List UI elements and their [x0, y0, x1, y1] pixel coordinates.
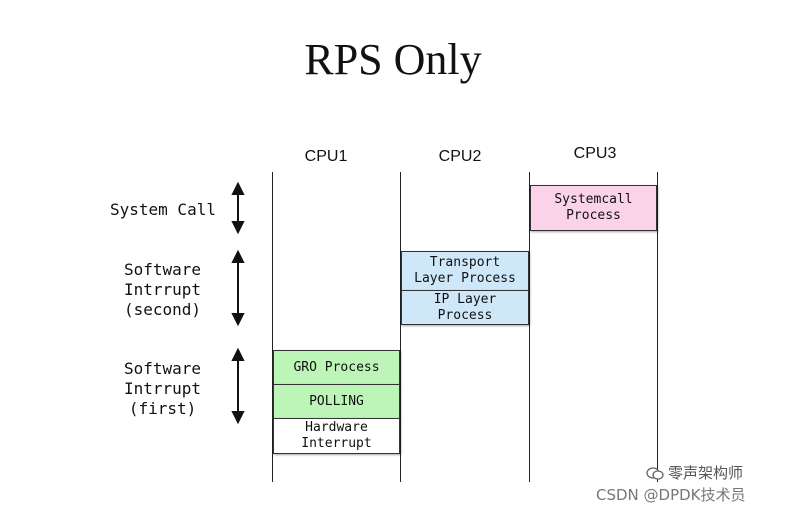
- ip-layer-process-box: IP Layer Process: [401, 290, 529, 325]
- cpu-divider-line: [272, 172, 273, 482]
- diagram-title: RPS Only: [304, 35, 482, 84]
- cpu-divider-line: [400, 172, 401, 482]
- systemcall-process-box: Systemcall Process: [530, 185, 657, 231]
- transport-layer-process-box: Transport Layer Process: [401, 251, 529, 291]
- cpu-divider-line: [529, 172, 530, 482]
- cpu3-label: CPU3: [573, 145, 617, 162]
- watermark-brand: 零声架构师: [646, 462, 743, 483]
- cpu1-label: CPU1: [304, 148, 348, 165]
- row-label-system-call: System Call: [110, 200, 216, 219]
- watermark-brand-text: 零声架构师: [668, 464, 744, 482]
- wechat-icon: [646, 466, 664, 480]
- cpu2-label: CPU2: [438, 148, 482, 165]
- gro-process-box: GRO Process: [273, 350, 400, 385]
- cpu-divider-line: [657, 172, 658, 482]
- row-label-software-first: Software Intrrupt (first): [124, 359, 202, 418]
- hardware-interrupt-box: Hardware Interrupt: [273, 418, 400, 454]
- row-label-software-second: Software Intrrupt (second): [124, 260, 202, 319]
- watermark-csdn: CSDN @DPDK技术员: [596, 486, 746, 504]
- polling-box: POLLING: [273, 384, 400, 419]
